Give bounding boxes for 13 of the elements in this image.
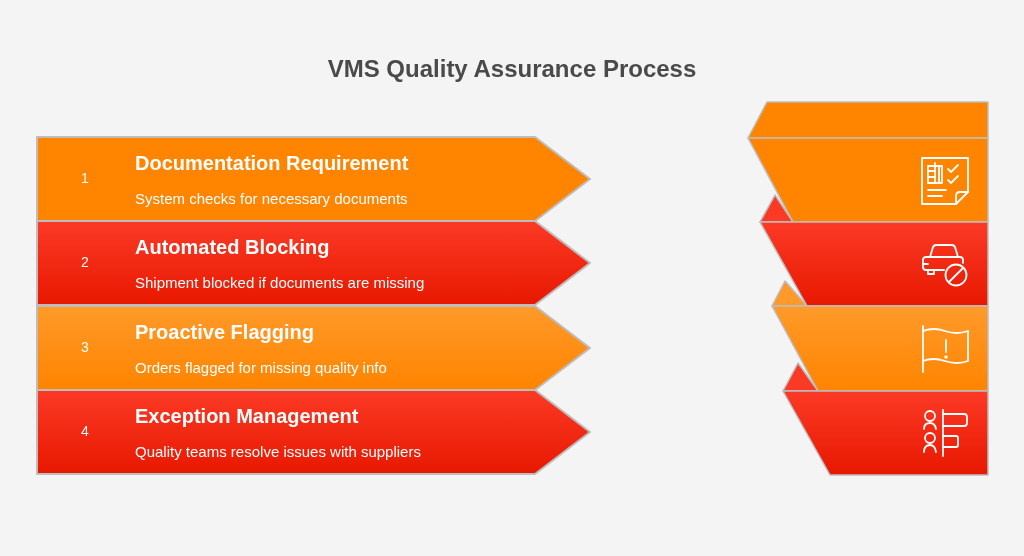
step-title: Proactive Flagging [135, 321, 314, 344]
diagram-title: VMS Quality Assurance Process [326, 55, 698, 83]
step-number: 2 [80, 254, 90, 270]
step-description: Orders flagged for missing quality info [135, 359, 387, 376]
step-description: Shipment blocked if documents are missing [135, 274, 425, 291]
step-number: 3 [80, 339, 90, 355]
step-title: Documentation Requirement [135, 152, 409, 175]
step-description: Quality teams resolve issues with suppliers [135, 443, 421, 460]
step-number: 1 [80, 170, 90, 186]
step-title: Exception Management [135, 405, 359, 428]
step-number: 4 [80, 423, 90, 439]
step-title: Automated Blocking [135, 236, 330, 259]
step-description: System checks for necessary documents [135, 190, 408, 207]
